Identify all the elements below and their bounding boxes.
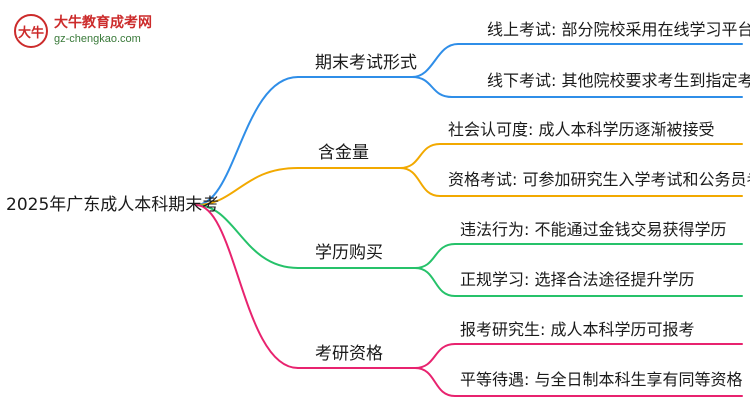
root-topic: 2025年广东成人本科期末考 [6,195,220,215]
root-to-branch-2-link [195,204,299,269]
leaf-1-0: 社会认可度: 成人本科学历逐渐被接受 [448,120,715,139]
branch-1-leaf-0-link [399,143,743,169]
logo-site-name: 大牛教育成考网 [54,15,152,31]
site-logo[interactable]: 大牛 大牛教育成考网 gz-chengkao.com [6,8,206,52]
branch-2-label: 学历购买 [315,243,383,263]
branch-1-leaf-1-link [399,167,743,197]
branch-0-leaf-1-link [411,76,743,98]
leaf-2-0: 违法行为: 不能通过金钱交易获得学历 [460,220,727,239]
branch-0-label: 期末考试形式 [315,53,417,73]
branch-3-leaf-1-link [414,367,743,397]
root-to-branch-1-link [195,167,299,206]
leaf-1-1: 资格考试: 可参加研究生入学考试和公务员考试 [448,170,750,189]
branch-1-label: 含金量 [318,143,369,163]
branch-2-leaf-1-link [414,267,743,297]
branch-3-label: 考研资格 [315,344,383,364]
leaf-0-0: 线上考试: 部分院校采用在线学习平台 [487,20,750,39]
branch-2-leaf-0-link [414,243,743,269]
branch-3-leaf-0-link [414,343,743,369]
logo-mark-icon: 大牛 [14,14,48,48]
leaf-0-1: 线下考试: 其他院校要求考生到指定考点 [487,71,750,90]
root-to-branch-3-link [195,204,299,369]
logo-site-url: gz-chengkao.com [54,33,141,45]
root-to-branch-0-link [195,76,299,206]
leaf-2-1: 正规学习: 选择合法途径提升学历 [460,270,695,289]
branch-0-leaf-0-link [411,43,743,78]
leaf-3-1: 平等待遇: 与全日制本科生享有同等资格 [460,370,743,389]
leaf-3-0: 报考研究生: 成人本科学历可报考 [460,320,695,339]
